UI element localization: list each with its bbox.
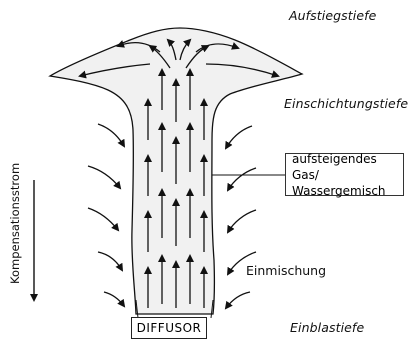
- entrainment-arrow: [88, 208, 118, 230]
- label-einmischung: Einmischung: [246, 263, 326, 278]
- entrainment-arrows-right: [226, 126, 256, 308]
- entrainment-arrow: [228, 168, 256, 190]
- entrainment-arrow: [98, 124, 124, 146]
- entrainment-arrow: [226, 292, 250, 308]
- label-kompensationsstrom: Kompensationsstrom: [8, 166, 26, 284]
- callout-line-2: Wassergemisch: [292, 183, 403, 199]
- entrainment-arrows-left: [88, 124, 124, 306]
- label-einschichtungstiefe: Einschichtungstiefe: [284, 96, 408, 111]
- diffusor-box: DIFFUSOR: [131, 317, 207, 339]
- diffusor-label: DIFFUSOR: [137, 321, 202, 335]
- entrainment-arrow: [98, 252, 122, 270]
- label-aufstiegstiefe: Aufstiegstiefe: [289, 8, 376, 23]
- callout-line-1: aufsteigendes Gas/: [292, 151, 403, 183]
- label-einblastiefe: Einblastiefe: [290, 320, 364, 335]
- entrainment-arrow: [88, 166, 120, 188]
- entrainment-arrow: [104, 292, 124, 306]
- entrainment-arrow: [228, 210, 256, 232]
- entrainment-arrow: [226, 126, 252, 148]
- callout-box: aufsteigendes Gas/ Wassergemisch: [285, 153, 404, 196]
